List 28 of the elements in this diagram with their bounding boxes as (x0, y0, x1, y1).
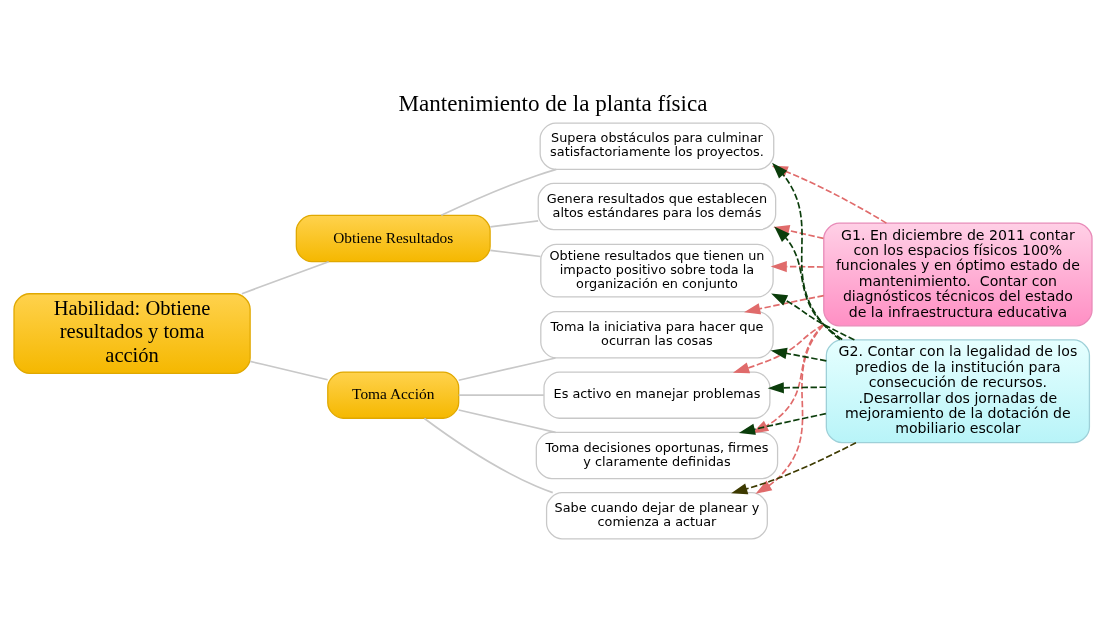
node-box: Es activo en manejar problemas (543, 371, 771, 419)
node-box: G2. Contar con la legalidad de los predios de la institución para consecución de recursos. .Desarrollar dos jornadas de mejoramiento de la dotación de mobiliario escolar (825, 339, 1091, 444)
arrow (744, 294, 825, 315)
node-box: Genera resultados que establecen altos estándares para los demás (537, 182, 777, 231)
arrow (767, 382, 827, 394)
connector (249, 360, 329, 381)
arrow (770, 260, 825, 273)
arrow (731, 441, 857, 495)
connector (457, 357, 557, 382)
node-box: Supera obstáculos para culminar satisfactoriamente los proyectos. (539, 122, 775, 170)
connector (241, 260, 330, 295)
arrow (732, 324, 825, 374)
node-box: Obtiene resultados que tienen un impacto positivo sobre toda la organización en conjunto (540, 243, 774, 298)
node-box: Obtiene Resultados (295, 214, 491, 263)
arrow (771, 293, 856, 341)
node-box: Sabe cuando dejar de planear y comienza a actuar (545, 492, 768, 540)
node-box: Toma la iniciativa para hacer que ocurran las cosas (540, 311, 774, 359)
node-box: Habilidad: Obtiene resultados y toma acción (13, 293, 251, 374)
node-box: Toma Acción (327, 371, 460, 419)
connector (489, 220, 539, 228)
connector (457, 394, 545, 396)
diagram-title: Mantenimiento de la planta física (398, 89, 708, 116)
connector (457, 409, 557, 434)
node-box: G1. En diciembre de 2011 contar con los espacios físicos 100% funcionales y en óptimo estado de mantenimiento. Contar con diagnósticos técnicos del estado de la infraestructura educativa (823, 222, 1093, 327)
arrow (770, 347, 828, 362)
arrow (755, 324, 825, 494)
connector (489, 249, 542, 258)
node-box: Toma decisiones oportunas, firmes y claramente definidas (535, 431, 779, 480)
